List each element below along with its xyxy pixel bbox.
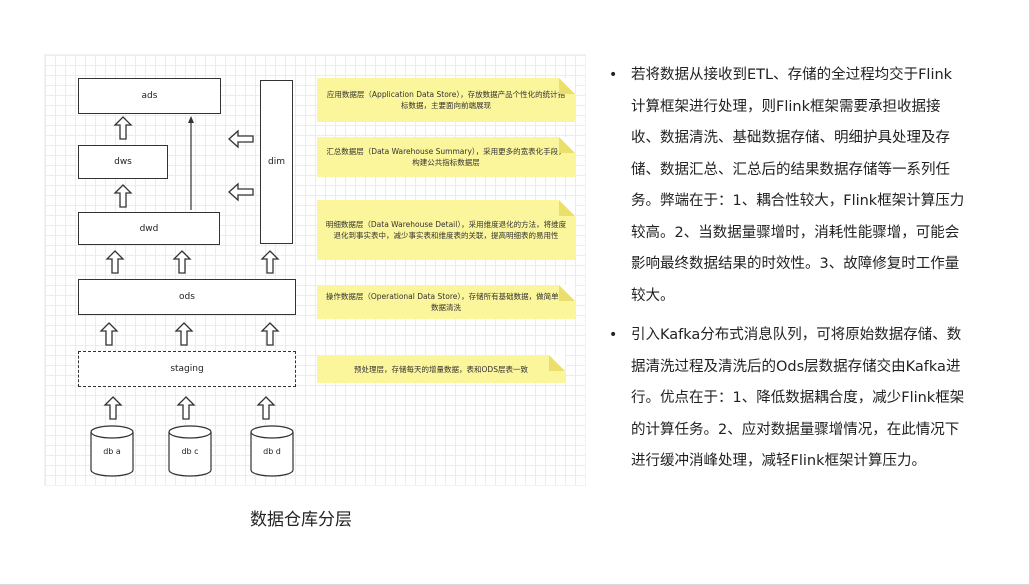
bullet-dot-icon: • xyxy=(609,67,618,83)
bullet-text: 引入Kafka分布式消息队列，可将原始数据存储、数据清洗过程及清洗后的Ods层数… xyxy=(631,327,965,469)
note-ads: 应用数据层（Application Data Store），存放数据产品个性化的… xyxy=(317,78,575,122)
arrow-up-icon xyxy=(257,396,275,420)
db-c-label: db c xyxy=(181,447,199,456)
arrow-up-icon xyxy=(114,184,132,208)
arrow-up-icon xyxy=(114,116,132,140)
dim-box: dim xyxy=(260,80,293,244)
bullet-text: 若将数据从接收到ETL、存储的全过程均交于Flink计算框架进行处理，则Flin… xyxy=(631,67,965,304)
data-warehouse-diagram: ads dws dwd ods staging dim xyxy=(44,54,586,486)
db-c-cylinder: db c xyxy=(168,425,212,477)
db-d-cylinder: db d xyxy=(250,425,294,477)
note-staging: 预处理层，存储每天的增量数据，表和ODS层表一致 xyxy=(317,355,565,383)
dwd-box: dwd xyxy=(78,212,220,245)
staging-box: staging xyxy=(78,351,296,387)
arrow-left-icon xyxy=(228,183,254,201)
arrows-layer xyxy=(100,116,279,420)
bullet-item: • 若将数据从接收到ETL、存储的全过程均交于Flink计算框架进行处理，则Fli… xyxy=(605,60,965,312)
diagram-caption: 数据仓库分层 xyxy=(250,510,352,530)
arrow-up-icon xyxy=(261,250,279,274)
db-d-label: db d xyxy=(263,447,281,456)
bullet-item: • 引入Kafka分布式消息队列，可将原始数据存储、数据清洗过程及清洗后的Ods层… xyxy=(605,320,965,478)
ads-box: ads xyxy=(78,78,221,114)
arrow-up-icon xyxy=(100,322,118,346)
db-a-cylinder: db a xyxy=(90,425,134,477)
arrow-up-icon xyxy=(106,250,124,274)
note-ods: 操作数据层（Operational Data Store），存储所有基础数据，做… xyxy=(317,285,575,319)
note-dwd: 明细数据层（Data Warehouse Detail），采用维度退化的方法，将… xyxy=(317,200,575,260)
arrow-up-icon xyxy=(177,396,195,420)
note-dws: 汇总数据层（Data Warehouse Summary），采用更多的宽表化手段… xyxy=(317,137,575,177)
arrow-up-icon xyxy=(175,322,193,346)
arrow-head-icon xyxy=(188,116,194,123)
bullet-list: • 若将数据从接收到ETL、存储的全过程均交于Flink计算框架进行处理，则Fli… xyxy=(605,60,965,486)
arrow-up-icon xyxy=(173,250,191,274)
bullet-dot-icon: • xyxy=(609,327,618,343)
ods-box: ods xyxy=(78,279,296,315)
db-a-label: db a xyxy=(103,447,121,456)
arrow-up-icon xyxy=(261,322,279,346)
arrow-up-icon xyxy=(104,396,122,420)
arrow-left-icon xyxy=(228,130,254,148)
dws-box: dws xyxy=(78,145,168,179)
